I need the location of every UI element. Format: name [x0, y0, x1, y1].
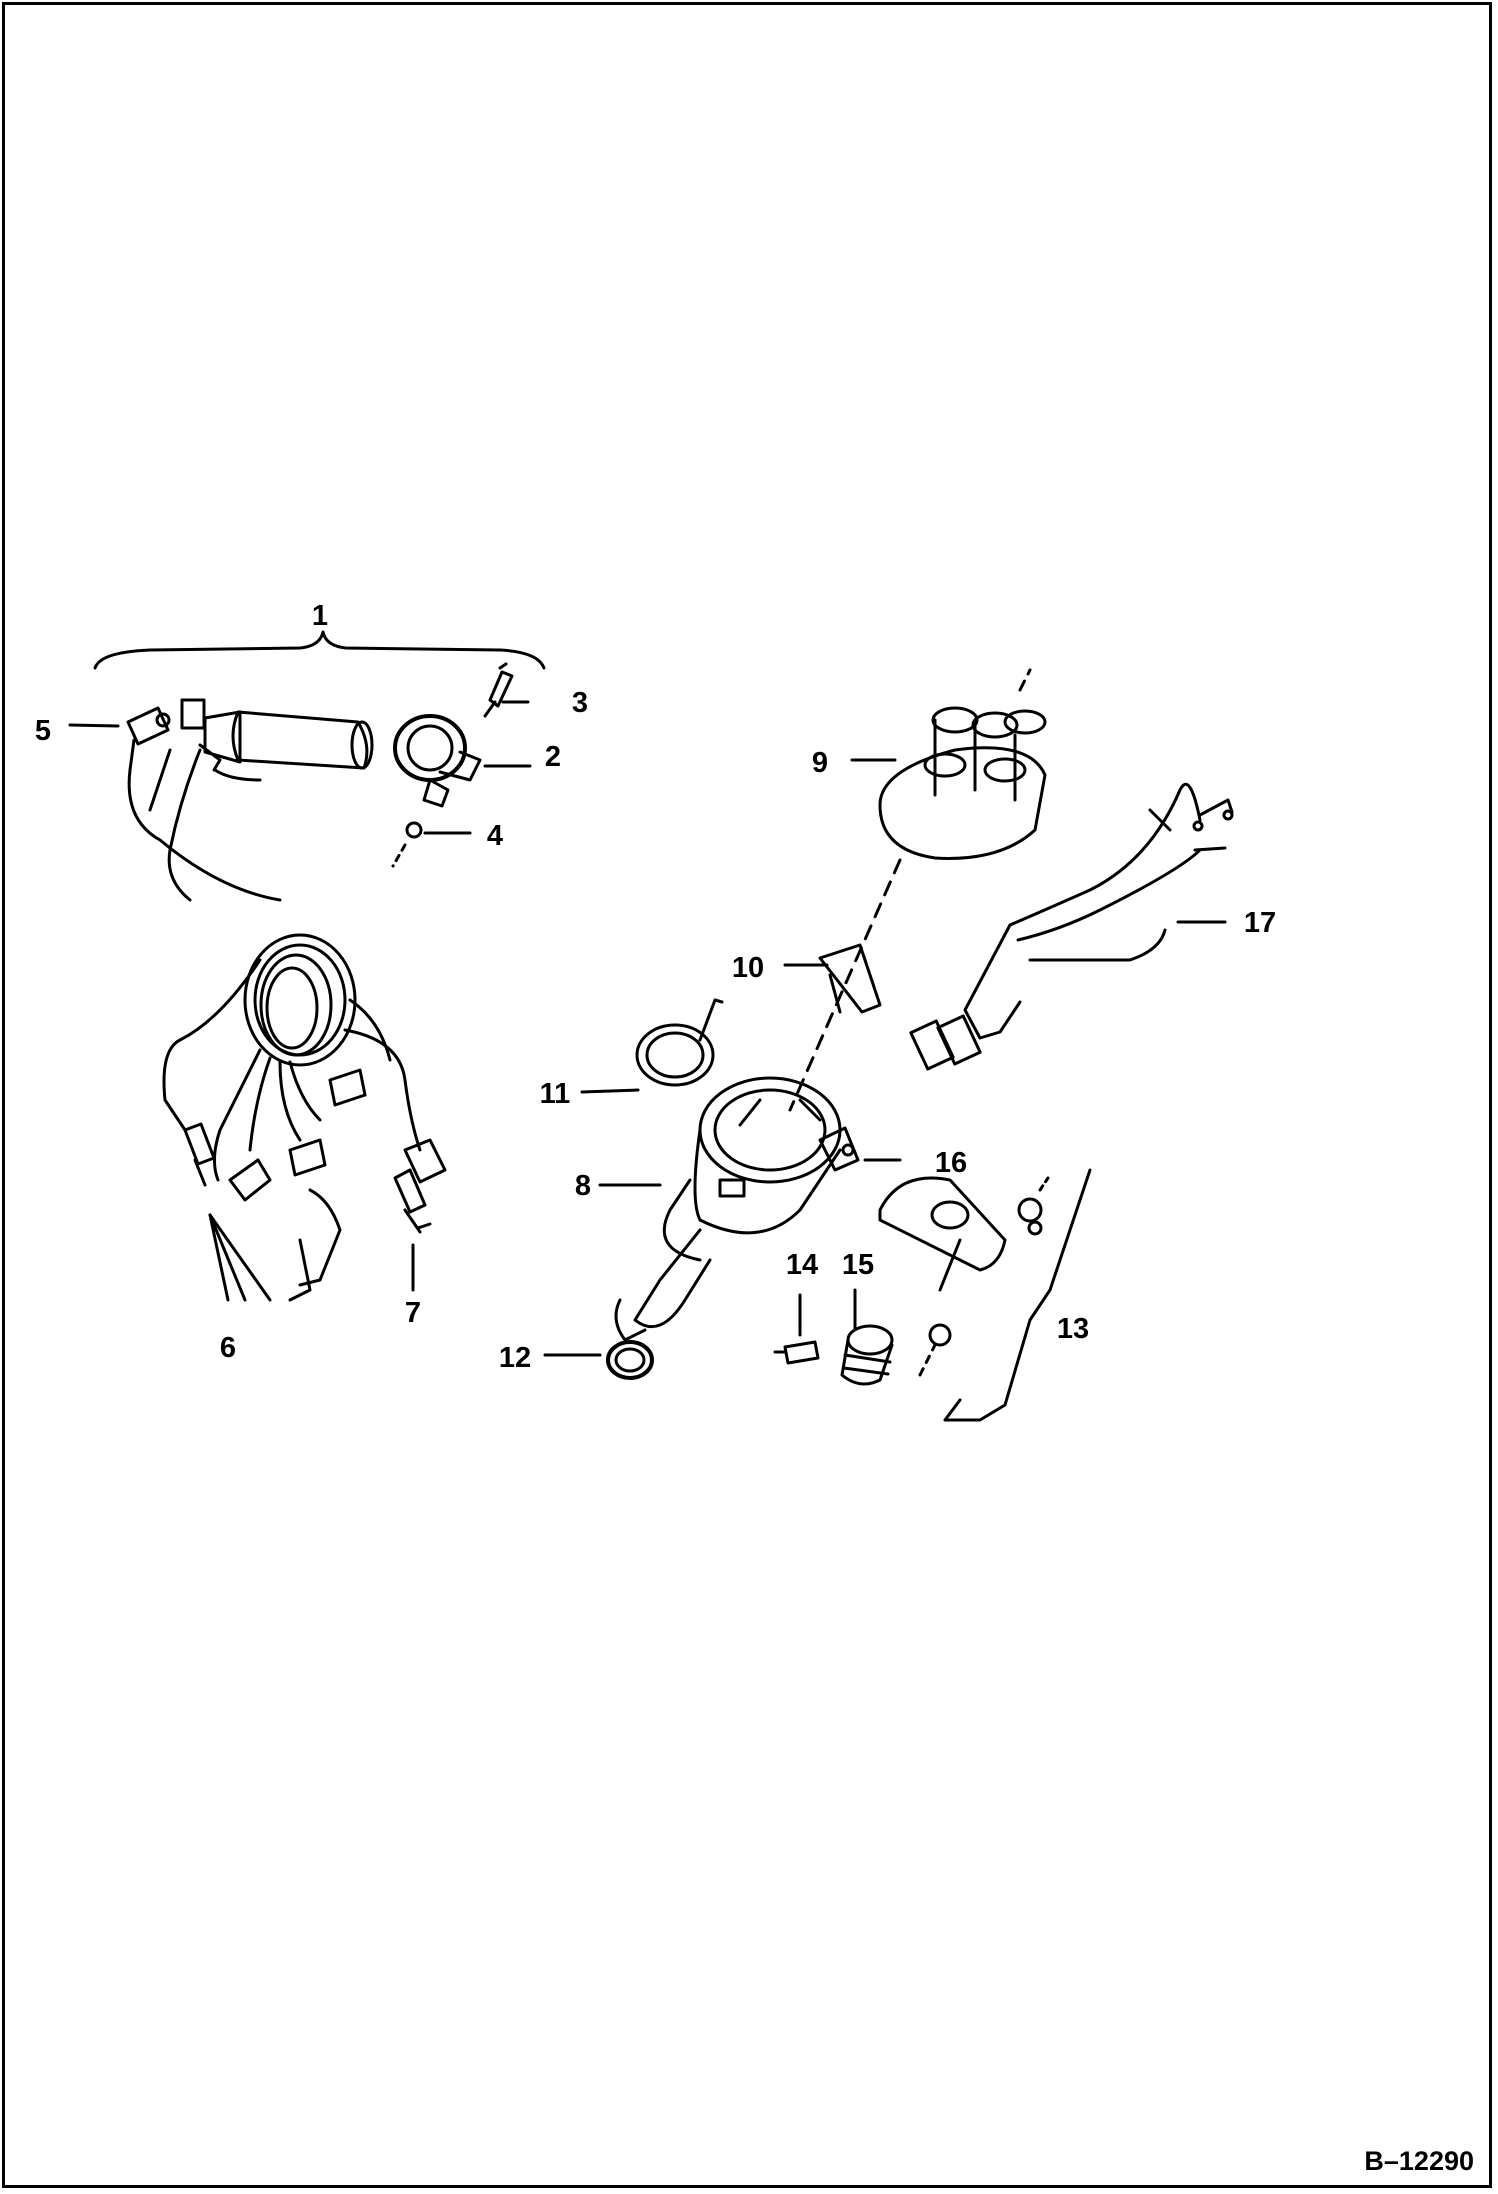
figure-number: B–12290	[1364, 2146, 1474, 2176]
callout-5: 5	[35, 715, 51, 747]
drive-gear	[840, 1324, 894, 1386]
callout-2: 2	[545, 741, 561, 773]
callout-1: 1	[312, 600, 328, 632]
coil-lead-cap	[126, 706, 171, 772]
clamp-kit-bracket	[943, 1168, 1092, 1422]
leader-lines	[68, 700, 1227, 1357]
vacuum-advance-unit	[635, 998, 724, 1087]
callout-13: 13	[1057, 1313, 1089, 1345]
distributor-body	[614, 1076, 842, 1342]
clamp-nut-washer	[1017, 1176, 1050, 1236]
callout-labels: 1 2 3 4 5 6 7 8 9 10 11 12 13 14 15 16 1…	[35, 600, 1474, 2176]
wiring-harness	[909, 782, 1234, 1071]
callout-14: 14	[786, 1249, 818, 1281]
callout-15: 15	[842, 1249, 874, 1281]
distributor-cap	[878, 668, 1047, 860]
spark-plug-wire-harness	[162, 933, 447, 1302]
callout-11: 11	[540, 1078, 571, 1110]
clamp-nut	[391, 778, 450, 868]
callout-3: 3	[572, 687, 588, 719]
coil-wires	[127, 748, 282, 902]
callout-9: 9	[812, 747, 828, 779]
hold-down-clamp	[878, 1176, 1007, 1377]
clamp-bolt	[483, 662, 514, 718]
ignition-coil	[180, 698, 374, 772]
callout-16: 16	[935, 1147, 967, 1179]
o-ring	[606, 1340, 654, 1380]
rotor	[788, 858, 902, 1112]
drive-pin	[773, 1340, 820, 1365]
callout-10: 10	[732, 952, 764, 984]
callout-8: 8	[575, 1170, 591, 1202]
callout-17: 17	[1244, 907, 1276, 939]
callout-6: 6	[220, 1332, 236, 1364]
callout-12: 12	[499, 1342, 531, 1374]
coil-assembly-bracket	[93, 630, 546, 670]
callout-4: 4	[487, 820, 503, 852]
callout-7: 7	[405, 1297, 421, 1329]
distributor-terminal	[818, 1126, 860, 1172]
spark-plug	[393, 1168, 432, 1234]
coil-clamp	[393, 714, 482, 782]
